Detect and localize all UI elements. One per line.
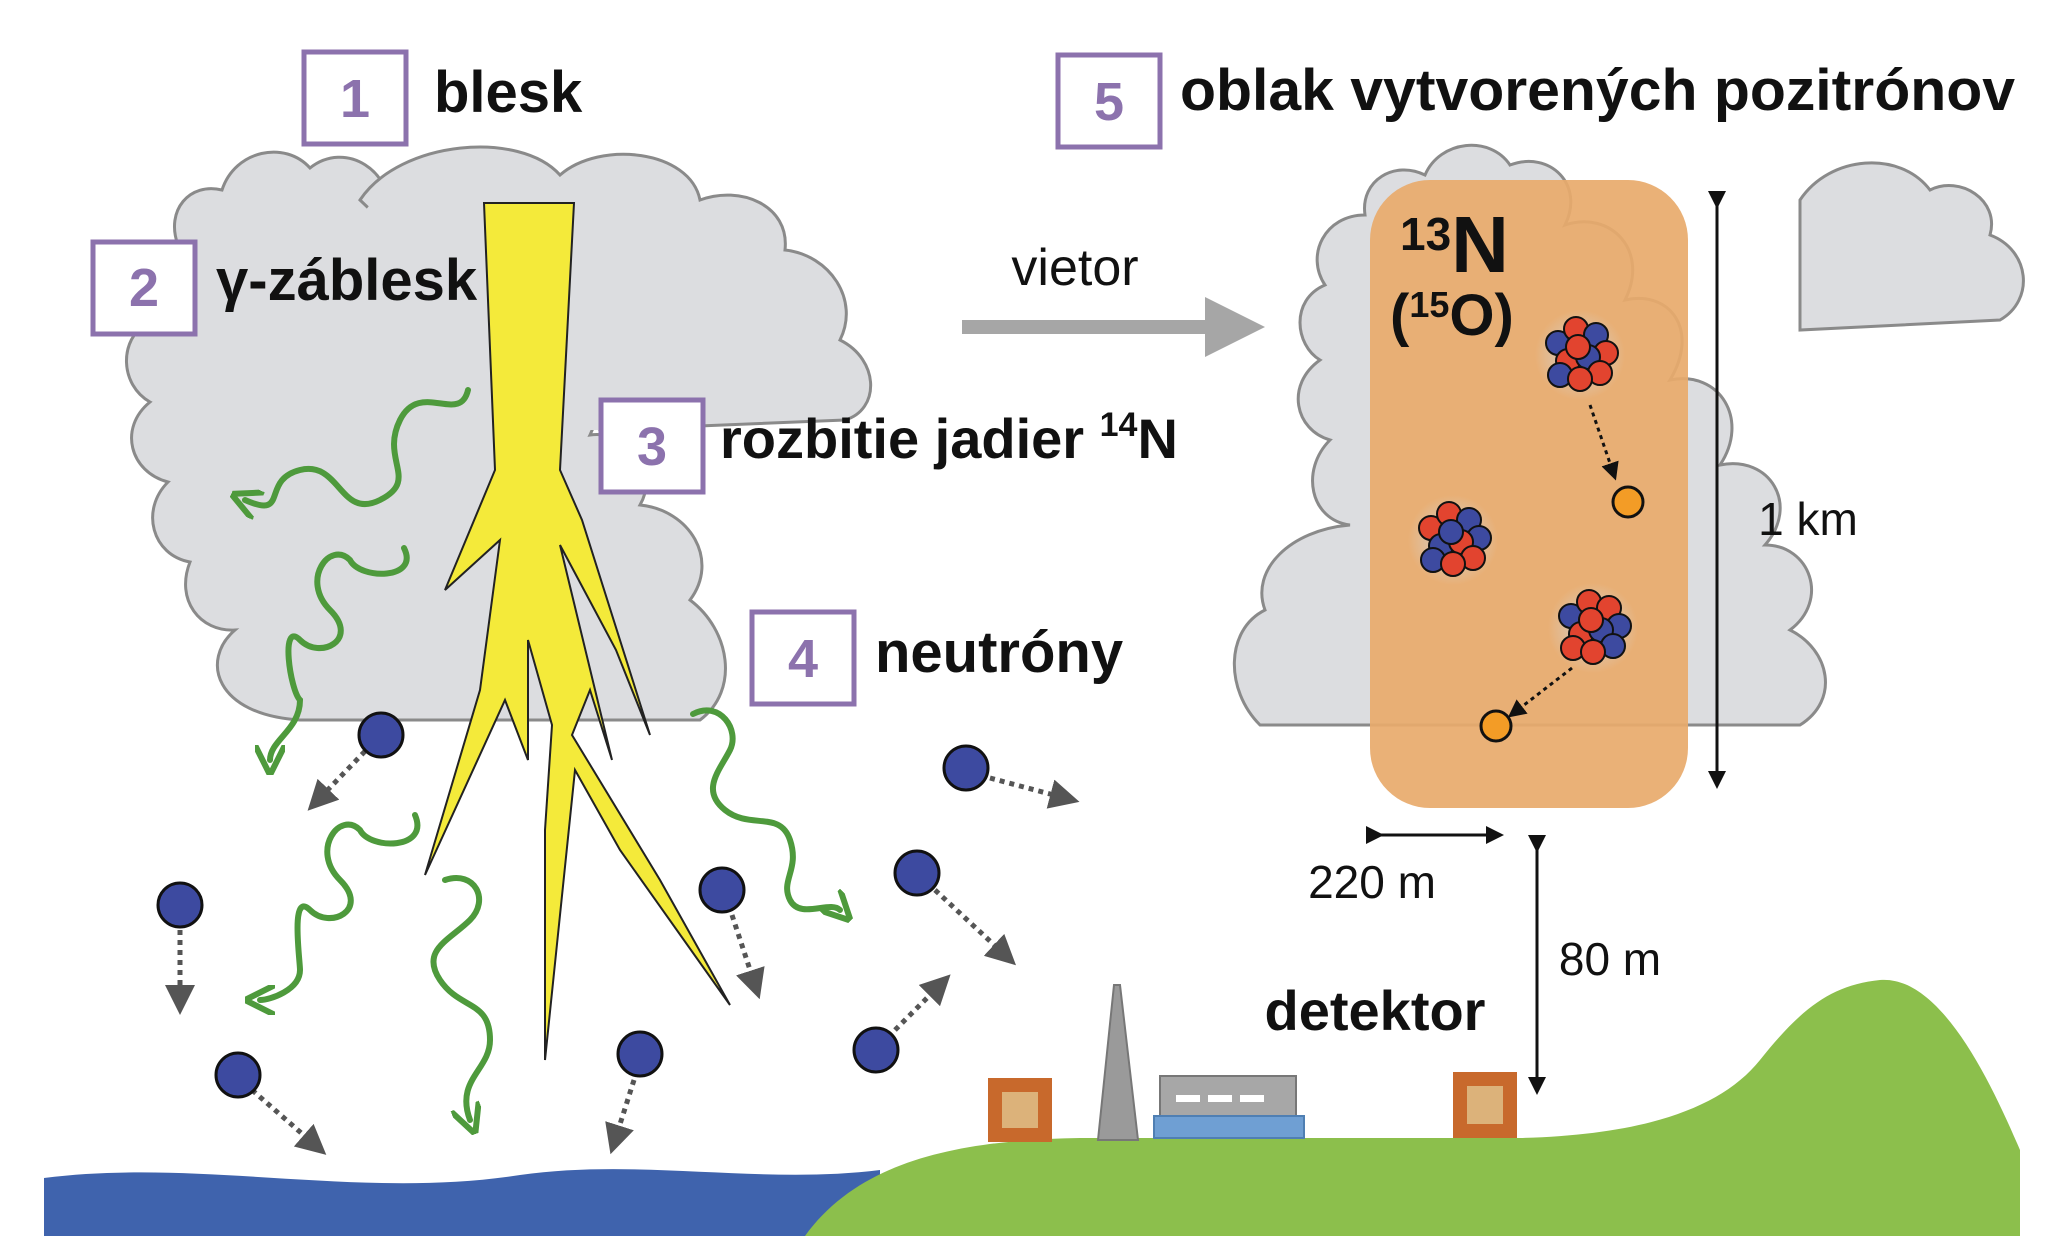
ground-hill [805,979,2020,1236]
step-label: oblak vytvorených pozitrónov [1180,58,2015,123]
gamma-wave [690,707,840,910]
step-number: 5 [1094,72,1124,132]
gamma-waves [245,387,840,1120]
neutron [852,974,951,1074]
step-4: 4 neutróny [749,609,1123,707]
isotope-main-label: 13N [1400,200,1509,289]
step-number: 3 [637,417,667,477]
height-dimension-label: 1 km [1758,493,1858,545]
neutron [605,1030,664,1155]
positron [1611,485,1645,519]
step-5: 5 oblak vytvorených pozitrónov [1055,52,2015,150]
step-label: blesk [434,60,583,125]
positron-emission-arrow [1588,404,1619,481]
step-number: 4 [788,629,818,689]
step-label: neutróny [875,620,1123,685]
detector-building-left [988,1078,1052,1142]
width-dimension-label: 220 m [1308,856,1436,908]
isotope-alt-label: (15O) [1390,283,1514,348]
step-number-box [1055,52,1163,150]
wind-label: vietor [1011,239,1138,297]
gamma-wave [245,387,471,506]
detector-building-right [1453,1072,1517,1138]
neutron [214,1051,327,1155]
distance-dimension-label: 80 m [1559,933,1661,985]
step-number-box [301,49,409,147]
neutron [156,881,204,1015]
lightning-bolt [424,202,731,1061]
gamma-wave [270,545,410,760]
nucleus [1548,583,1638,673]
step-label: γ-záblesk [216,248,478,313]
step-label: rozbitie jadier 14N [720,406,1178,470]
neutron [893,849,1016,966]
neutron [307,711,405,811]
step-number: 2 [129,258,159,318]
step-number: 1 [340,69,370,129]
step-number-box [90,239,198,337]
gamma-wave [260,812,421,1000]
step-3: 3 rozbitie jadier 14N [598,397,1178,495]
tower [1096,984,1140,1141]
step-number-box [598,397,706,495]
step-number-box [749,609,857,707]
nucleus [1408,495,1498,585]
step-1: 1 blesk [301,49,583,147]
nucleus [1535,310,1625,400]
step-2: 2 γ-záblesk [90,239,478,337]
neutron [698,866,765,1000]
positron [1479,709,1513,743]
detector-label: detektor [1265,979,1486,1042]
neutron [942,744,1080,809]
neutrons [156,711,1080,1155]
water [44,1169,880,1236]
wind-arrow [962,297,1265,357]
facility-building [1153,1075,1305,1139]
gamma-wave [430,875,494,1120]
